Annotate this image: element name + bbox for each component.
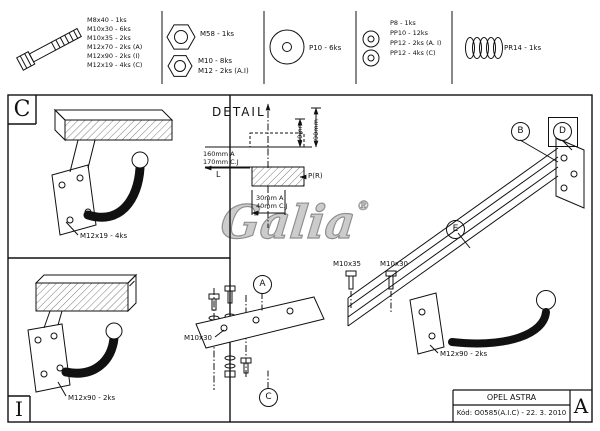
callout-d-label: D	[559, 126, 566, 136]
part-item: M12x90 - 2ks (I)	[87, 52, 140, 60]
panel-letter-c: C	[13, 97, 31, 122]
part-item: M12x19 - 4ks (C)	[87, 61, 143, 69]
annotation-label: M12x90 - 2ks	[68, 394, 116, 402]
part-item: PR14 - 1ks	[504, 44, 542, 52]
callout-b: B	[511, 122, 530, 141]
callout-a: A	[253, 275, 272, 294]
callout-d-box	[548, 117, 578, 147]
callout-d: D	[553, 122, 572, 141]
title-block-model: OPEL ASTRA	[486, 393, 537, 402]
panel-letter-i: I	[15, 397, 23, 421]
towbar-drawing-i	[27, 273, 138, 397]
dimension-label: 30mm A	[256, 194, 284, 202]
washer-small-icons	[362, 30, 380, 67]
part-item: P8 - 1ks	[390, 19, 416, 27]
callout-a-label: A	[259, 279, 266, 289]
hex-nut-small-icon	[167, 55, 193, 77]
part-item: M12 - 2ks (A.I)	[198, 67, 249, 75]
title-block-code: Kód: O0585(A.I.C) - 22. 3. 2010	[456, 409, 567, 417]
callout-e-label: E	[452, 224, 459, 234]
part-item: PP12 - 2ks (A. I)	[390, 39, 442, 47]
part-item: PP10 - 12ks	[390, 29, 429, 37]
callout-e: E	[446, 220, 465, 239]
callout-c-label: C	[265, 392, 272, 402]
part-item: PP12 - 4ks (C)	[390, 49, 436, 57]
part-item: P10 - 6ks	[309, 44, 342, 52]
detail-title: DETAIL	[212, 105, 266, 119]
annotation-label: M10x30	[380, 260, 408, 268]
part-item: M12x70 - 2ks (A)	[87, 43, 143, 51]
part-item: M10x35 - 2ks	[87, 34, 131, 42]
towbar-drawing-c	[51, 108, 174, 236]
dimension-label: 170mm C.J	[203, 158, 239, 166]
annotation-label: M10x30	[184, 334, 212, 342]
detail-label-pr: P(R)	[308, 172, 323, 180]
title-block	[452, 389, 592, 422]
hex-nut-large-icon	[166, 24, 196, 50]
part-item: M8x40 - 1ks	[87, 16, 127, 24]
detail-label-l: L	[216, 170, 221, 179]
dimension-label: 40mm	[296, 122, 304, 143]
callout-c: C	[259, 388, 278, 407]
part-item: M58 - 1ks	[200, 30, 235, 38]
hex-bolt-icon	[16, 27, 82, 71]
dimension-label: 160mm A	[203, 150, 235, 158]
dimension-label: 90mm	[312, 119, 320, 140]
callout-b-label: B	[517, 126, 524, 136]
parts-strip-dividers	[161, 11, 453, 84]
spring-icon	[465, 37, 503, 59]
part-item: M10 - 8ks	[198, 57, 233, 65]
annotation-label: M12x90 - 2ks	[440, 350, 488, 358]
washer-large-icon	[269, 29, 305, 65]
assembly-drawing	[195, 137, 585, 392]
annotation-label: M10x35	[333, 260, 361, 268]
panel-letter-a: A	[573, 394, 589, 418]
sheet-borders	[7, 94, 593, 423]
detail-drawing	[204, 103, 321, 228]
annotation-label: M12x19 - 4ks	[80, 232, 128, 240]
part-item: M10x30 - 6ks	[87, 25, 131, 33]
dimension-label: 40mm C.J	[256, 202, 288, 210]
